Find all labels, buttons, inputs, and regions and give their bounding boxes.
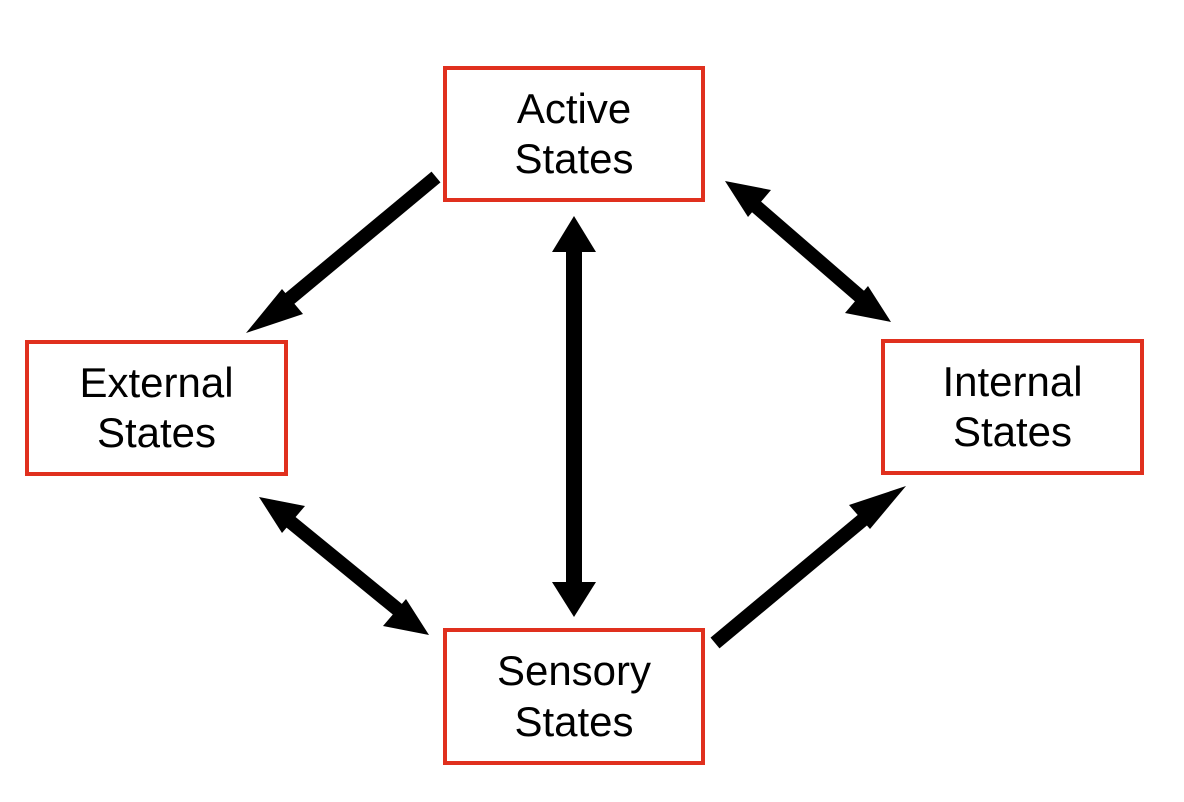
node-active-states: Active States xyxy=(443,66,705,202)
node-active-line1: Active xyxy=(516,84,632,132)
arrow-sensory-to-internal xyxy=(710,486,906,649)
node-sensory-line2: States xyxy=(514,697,634,745)
node-internal-line1: Internal xyxy=(942,357,1083,405)
arrow-active-internal xyxy=(725,181,891,322)
arrow-active-to-external xyxy=(246,171,441,333)
node-internal-line2: States xyxy=(952,408,1073,455)
node-external-states: External States xyxy=(25,340,288,476)
node-sensory-states: Sensory States xyxy=(443,628,705,765)
node-external-line1: External xyxy=(79,358,234,406)
node-active-line2: States xyxy=(514,135,634,182)
node-internal-states: Internal States xyxy=(881,339,1144,475)
arrow-active-sensory xyxy=(552,216,596,617)
node-sensory-line1: Sensory xyxy=(496,647,652,695)
arrow-external-sensory xyxy=(259,497,429,635)
node-external-line2: States xyxy=(96,409,217,456)
